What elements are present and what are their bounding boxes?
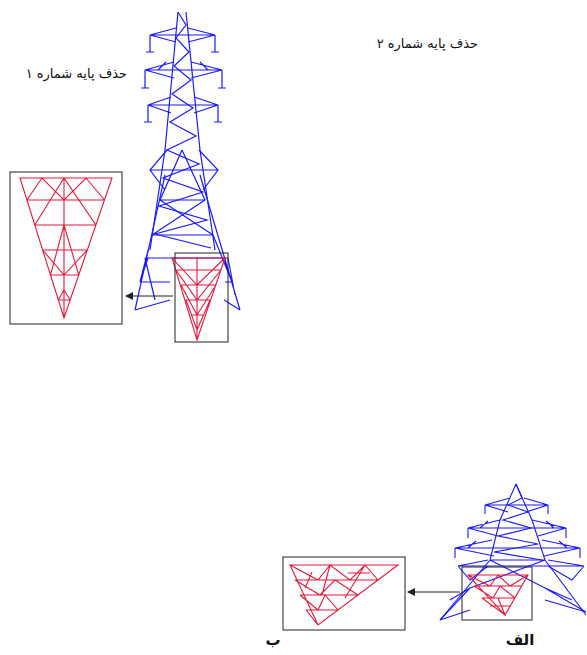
tower-leg [440, 560, 586, 620]
removed-leg [468, 575, 528, 615]
tower-leg [135, 175, 240, 310]
removed-leg-detail [290, 565, 398, 625]
removed-leg-lattice [290, 565, 398, 625]
tower-arm [144, 97, 222, 122]
tower-mast [440, 484, 586, 620]
tower-arm [455, 540, 580, 558]
removed-leg-lattice [20, 178, 112, 318]
inset-frame [175, 253, 228, 342]
inset-frame [462, 567, 532, 620]
detail-frame [10, 172, 122, 324]
leader-arrow [408, 592, 460, 593]
tower-arm [141, 62, 226, 88]
tower-lattice [440, 484, 586, 620]
tower-arm [146, 28, 219, 52]
removed-leg [172, 258, 225, 340]
tower-arm [485, 498, 548, 514]
removal-note: حذف پایه شماره ۱ [26, 66, 127, 82]
removed-leg-lattice [468, 575, 528, 615]
tower-arm [458, 560, 584, 580]
panel-letter: ب [265, 631, 280, 649]
detail-frame [283, 557, 405, 630]
removed-leg-lattice [172, 258, 225, 340]
panel-letter: الف [506, 631, 535, 649]
tower-waist [150, 150, 218, 235]
removed-leg-detail [20, 178, 112, 318]
tower-bracing [155, 12, 211, 248]
removal-note: حذف پایه شماره ۲ [377, 36, 478, 52]
tower-bracing [494, 484, 542, 560]
tower-arm [468, 520, 566, 538]
tower-lattice [135, 12, 240, 310]
leader-arrow [126, 296, 173, 297]
